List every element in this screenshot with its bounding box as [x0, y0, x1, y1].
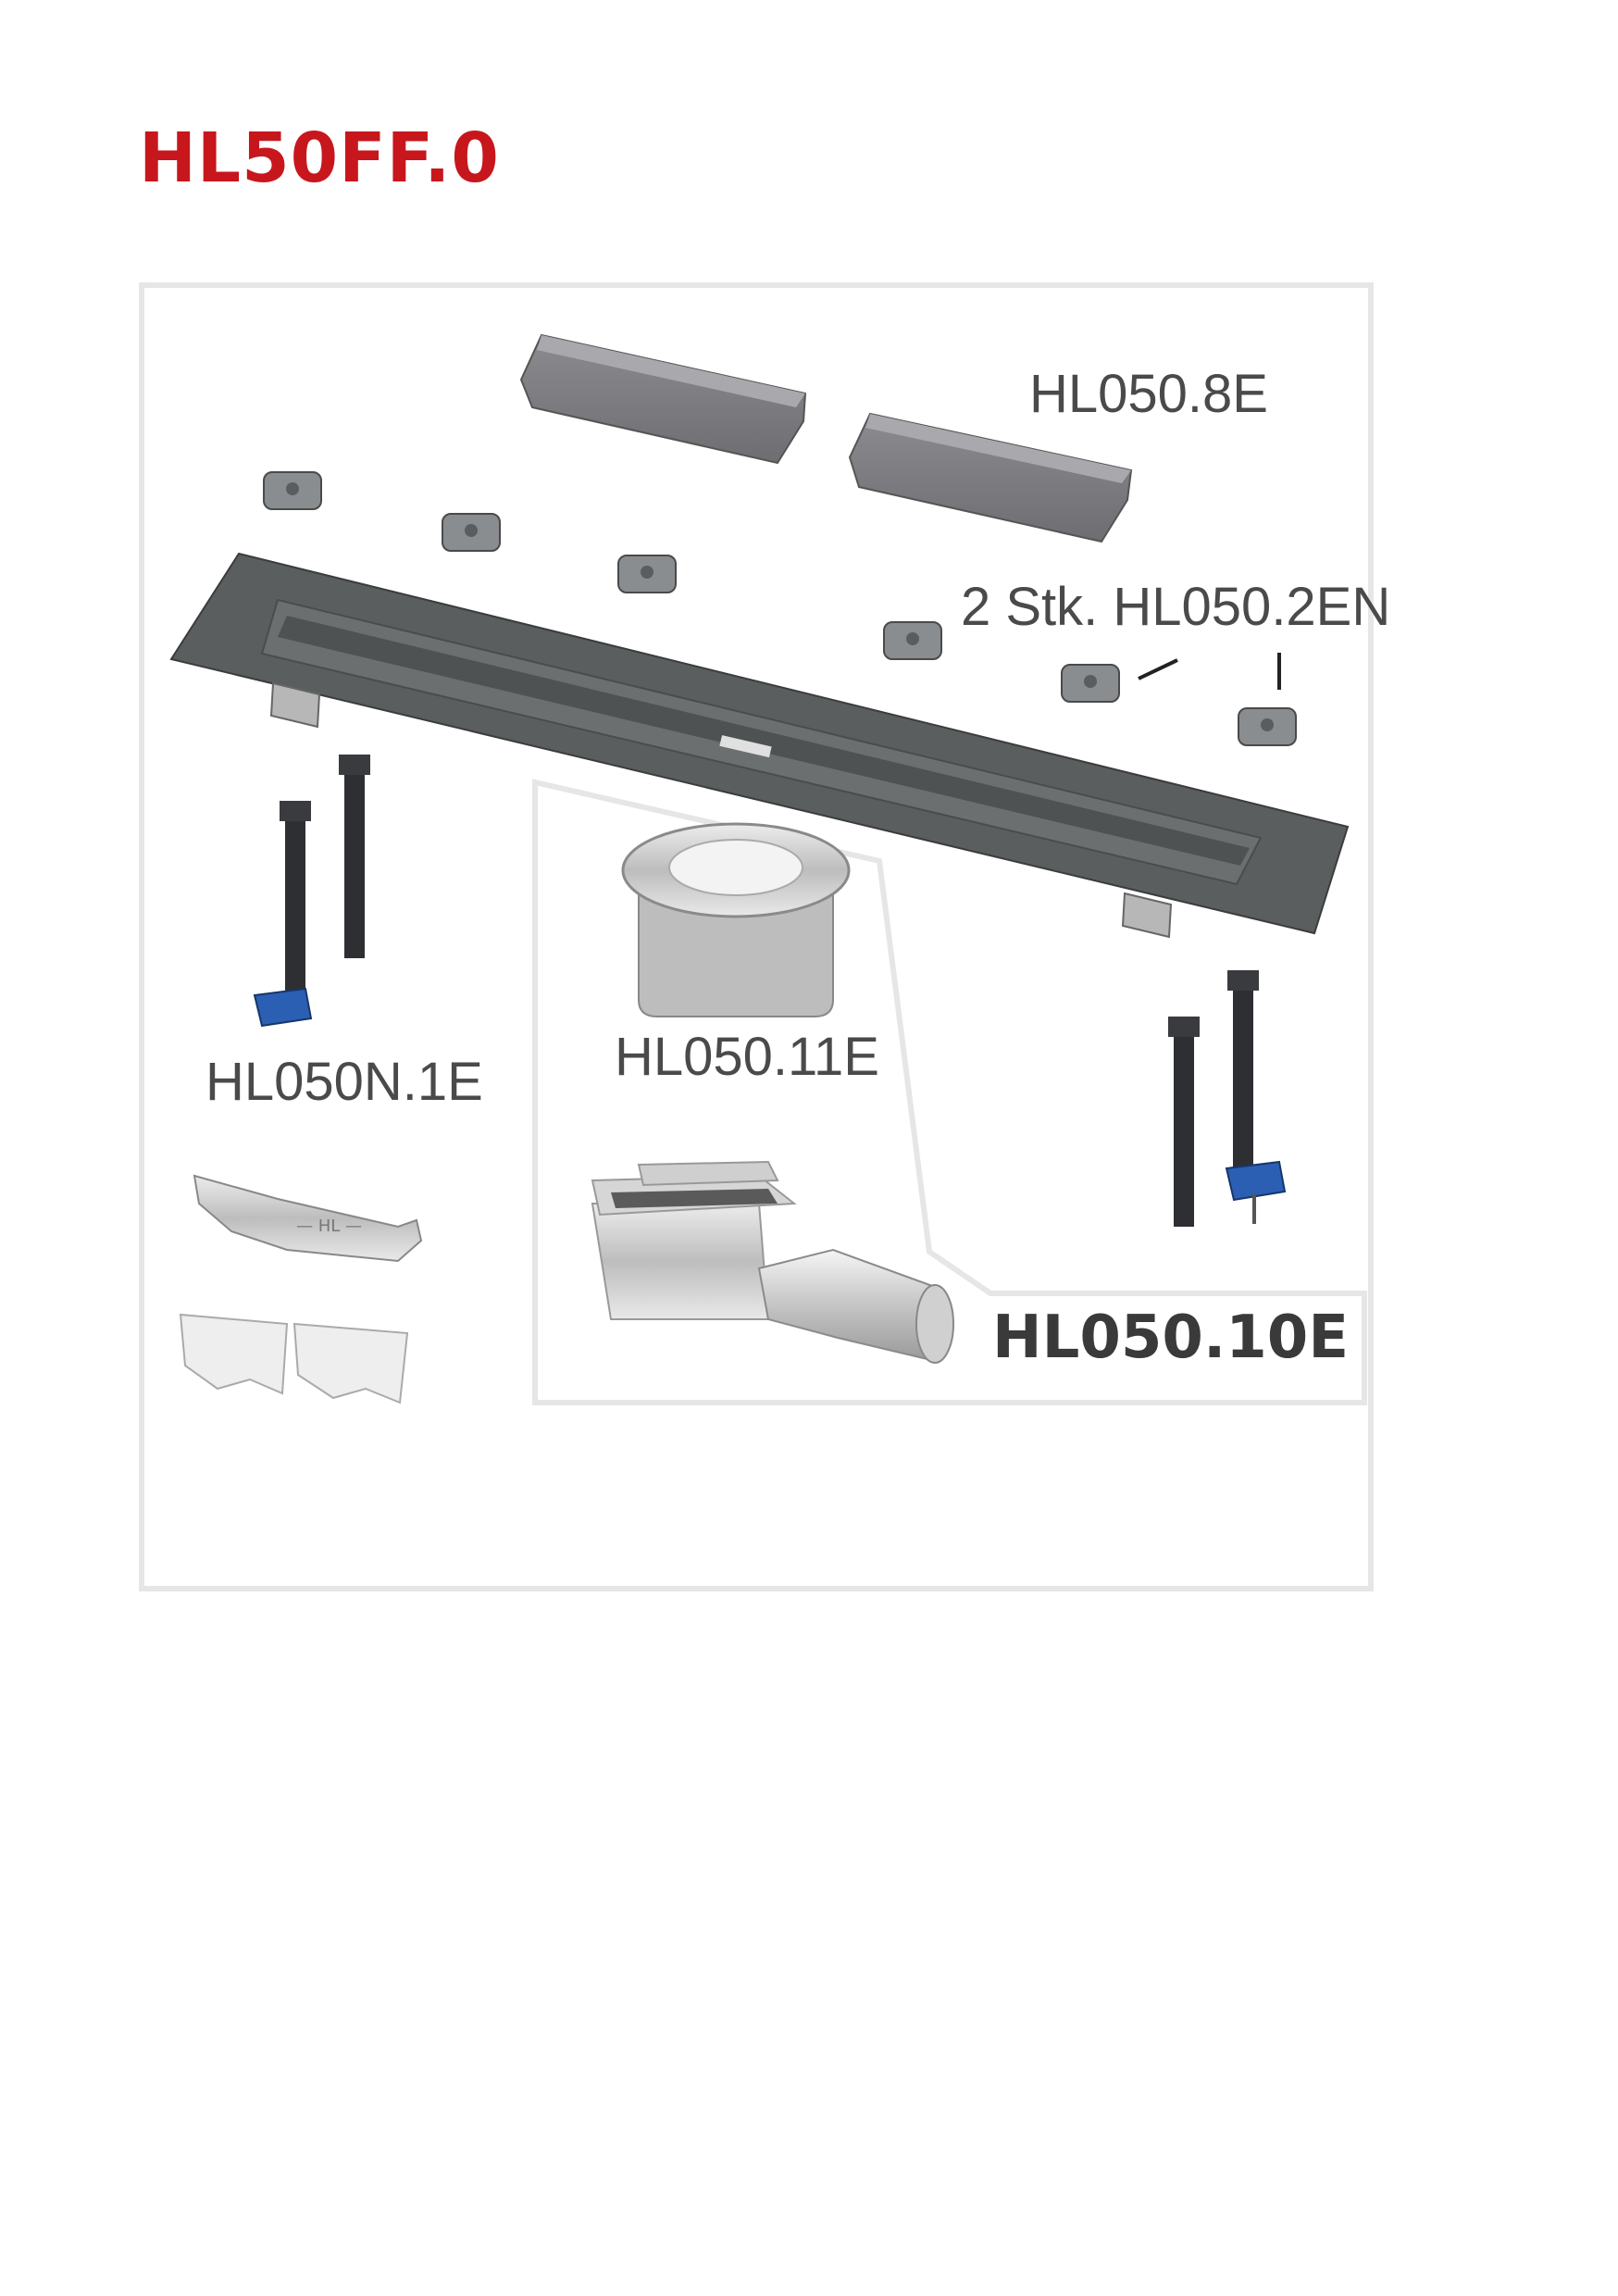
label-cover: HL050.8E — [1029, 364, 1268, 424]
cover-piece-right — [848, 412, 1133, 543]
label-pads: 2 Stk. HL050.2EN — [961, 577, 1391, 637]
leg-left-tall — [253, 801, 313, 1028]
leg-left-short — [339, 755, 370, 958]
cover-piece-left — [519, 333, 807, 465]
odor-trap-insert — [621, 822, 851, 1017]
leg-right-short — [1168, 1017, 1200, 1227]
label-insert: HL050.11E — [615, 1027, 879, 1087]
drain-channel — [169, 552, 1350, 939]
spacer-clip — [179, 1313, 409, 1404]
drain-body — [591, 1160, 954, 1364]
svg-text:— HL —: — HL — — [296, 1217, 362, 1236]
label-legs: HL050N.1E — [205, 1052, 483, 1112]
leg-right-tall — [1225, 970, 1287, 1224]
leveling-tool: — HL — — [193, 1174, 423, 1263]
diagram-frame — [139, 282, 1374, 1591]
leader-lines — [1138, 653, 1281, 690]
pad-hole — [286, 482, 1274, 731]
drain-group-outline — [532, 779, 1367, 1405]
page-title: HL50FF.0 — [139, 119, 500, 198]
label-trap: HL050.10E — [992, 1304, 1350, 1372]
